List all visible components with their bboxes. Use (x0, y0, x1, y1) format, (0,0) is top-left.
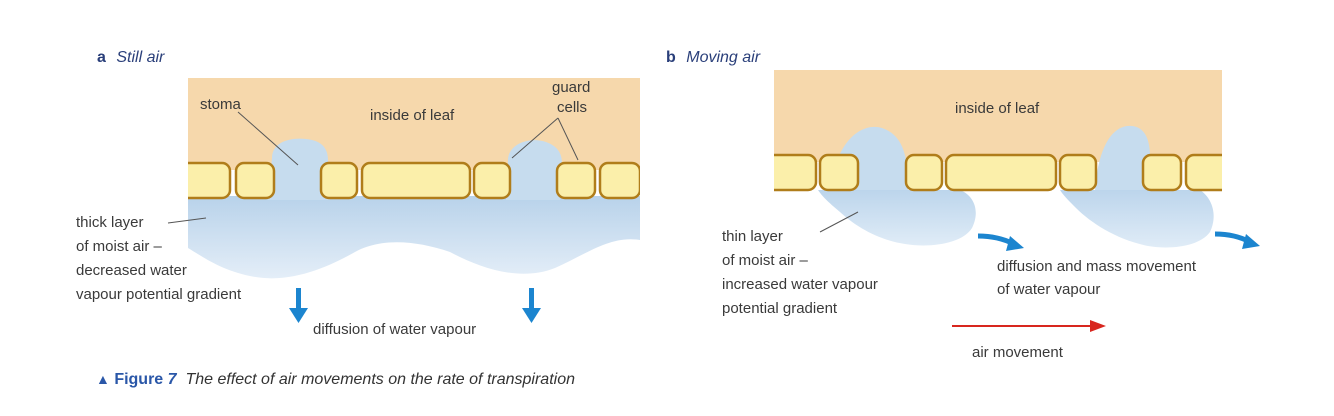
panel-b-cell-row (762, 155, 1230, 190)
caption-figure-number: 7 (168, 371, 177, 388)
guard-cell (820, 155, 858, 190)
label-inside-of-leaf-b: inside of leaf (955, 100, 1040, 117)
panel-a-title: Still air (116, 49, 165, 66)
panel-a-letter: a (97, 49, 106, 66)
panel-a-stoma-opening-2 (506, 140, 562, 200)
label-thick-layer-4: vapour potential gradient (76, 286, 242, 303)
air-movement-arrow (952, 320, 1106, 332)
panel-a-moist-air-layer (188, 196, 640, 278)
cell (600, 163, 640, 198)
guard-cell (557, 163, 595, 198)
label-thick-layer-2: of moist air – (76, 238, 163, 255)
label-diffusion-of-water-vapour: diffusion of water vapour (313, 321, 476, 338)
label-thin-layer-4: potential gradient (722, 300, 838, 317)
label-mass-movement-2: of water vapour (997, 281, 1100, 298)
guard-cell (1143, 155, 1181, 190)
caption-triangle-icon: ▲ (96, 371, 110, 387)
panel-a-cell-row (176, 163, 640, 198)
label-thick-layer-1: thick layer (76, 214, 144, 231)
caption-figure-word: Figure (114, 371, 163, 388)
label-thin-layer-2: of moist air – (722, 252, 809, 269)
panel-b-vapour-plume-2 (1060, 190, 1214, 247)
label-mass-movement-1: diffusion and mass movement (997, 258, 1197, 275)
vapour-down-arrow-1 (289, 288, 308, 323)
panel-b-crop (740, 140, 774, 200)
panel-a-crop (640, 150, 680, 210)
label-inside-of-leaf-a: inside of leaf (370, 107, 455, 124)
label-thin-layer-3: increased water vapour (722, 276, 878, 293)
panel-b-letter: b (666, 49, 676, 66)
caption-text: The effect of air movements on the rate … (185, 371, 575, 388)
label-thick-layer-3: decreased water (76, 262, 187, 279)
guard-cell (906, 155, 942, 190)
panel-a: a Still air stoma inside of leaf guard c… (76, 49, 680, 338)
panel-a-crop (150, 150, 188, 210)
guard-cell (236, 163, 274, 198)
guard-cell (474, 163, 510, 198)
label-cells: cells (557, 99, 587, 116)
label-stoma: stoma (200, 96, 242, 113)
panel-b-vapour-plume-1 (818, 190, 976, 245)
vapour-side-arrow-2-head (1242, 234, 1260, 249)
cell (946, 155, 1056, 190)
panel-b-title: Moving air (686, 49, 760, 66)
label-guard: guard (552, 79, 590, 96)
panel-b-heading: b Moving air (666, 49, 761, 66)
guard-cell (1060, 155, 1096, 190)
panel-b: b Moving air inside of leaf thin layer o… (666, 49, 1262, 361)
guard-cell (321, 163, 357, 198)
panel-b-crop (1222, 140, 1262, 200)
panel-a-heading: a Still air (97, 49, 165, 66)
vapour-down-arrow-2 (522, 288, 541, 323)
cell (362, 163, 470, 198)
vapour-side-arrow-1-head (1006, 236, 1024, 251)
figure-caption: ▲ Figure 7 The effect of air movements o… (96, 371, 575, 389)
label-air-movement: air movement (972, 344, 1064, 361)
label-thin-layer-1: thin layer (722, 228, 783, 245)
